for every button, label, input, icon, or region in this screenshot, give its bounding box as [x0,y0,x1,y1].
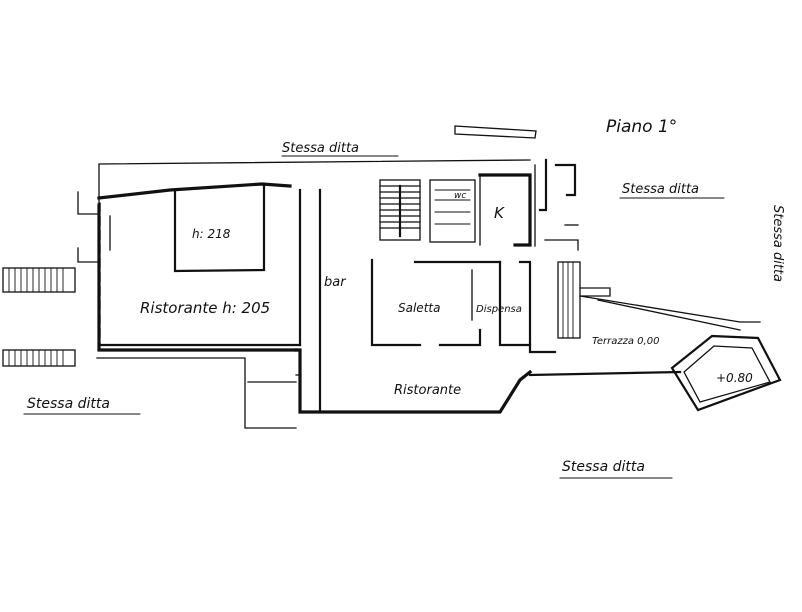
left-stairs [2,267,76,367]
floor-label: Piano 1° [606,117,677,137]
right-wing: Terrazza 0,00 [518,260,761,377]
outer-walls [77,159,533,429]
room-h218: h: 218 [173,182,266,273]
label-stessa-ditta-bottom: Stessa ditta [562,459,645,475]
label-stessa-ditta-left: Stessa ditta [27,396,110,412]
partitions [98,188,322,414]
label-stessa-ditta-right: Stessa ditta [770,205,785,282]
label-terrazza: Terrazza 0,00 [592,336,659,347]
label-ristorante-main: Ristorante h: 205 [140,299,270,317]
top-strip [454,125,537,139]
label-height-218: h: 218 [192,227,231,241]
label-level: +0.80 [716,371,753,385]
label-stessa-ditta-top: Stessa ditta [282,141,359,156]
kitchen: K [478,158,579,251]
label-saletta: Saletta [398,301,440,315]
label-bar: bar [324,275,347,290]
room-level: +0.80 [670,334,782,412]
saletta-block: Saletta Dispensa [370,258,532,347]
label-ristorante-lower: Ristorante [394,383,461,398]
label-dispensa: Dispensa [476,304,522,315]
label-wc: wc [454,191,466,201]
label-kitchen: K [494,204,505,222]
stairs: wc [379,179,476,243]
label-stessa-ditta-top-right: Stessa ditta [622,182,699,197]
